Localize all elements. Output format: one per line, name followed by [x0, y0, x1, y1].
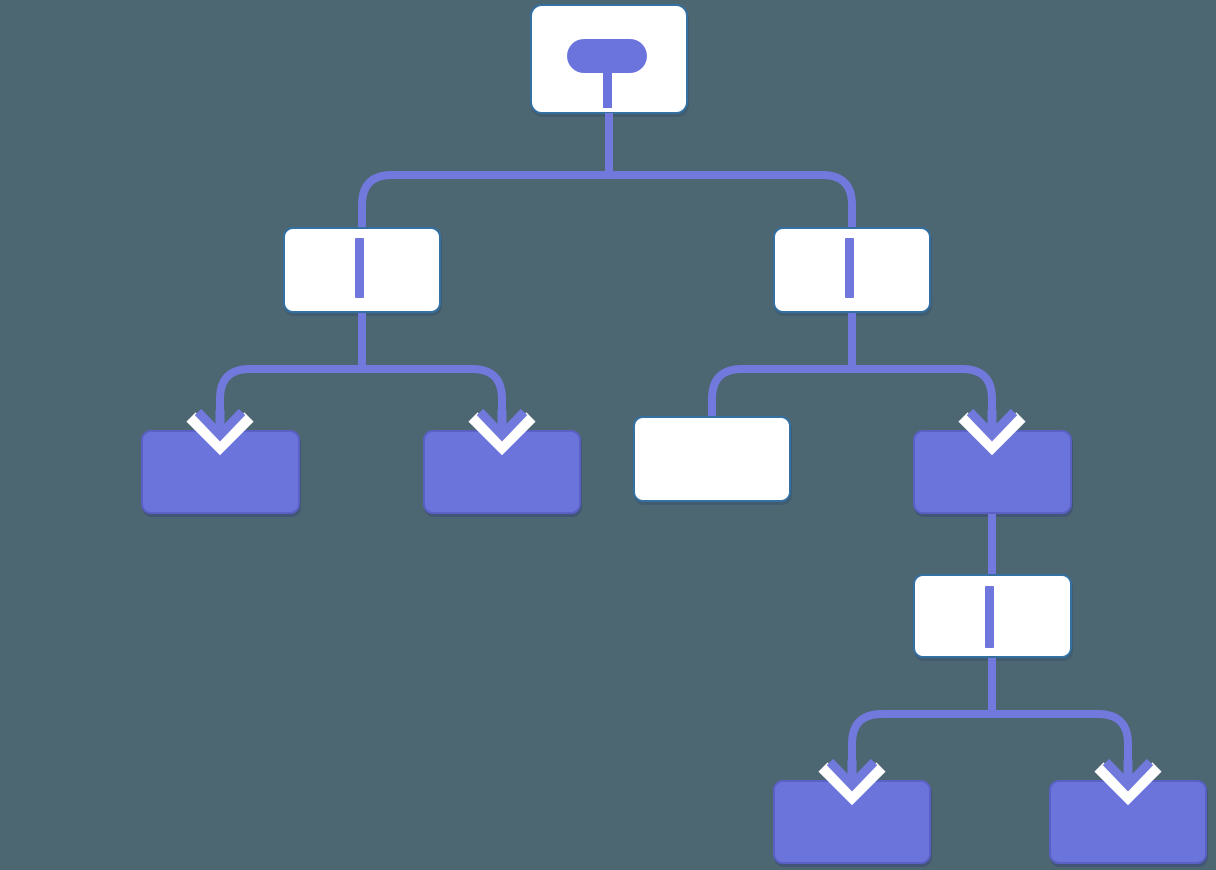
connector-level1-rail	[358, 171, 856, 227]
node-leaf-g[interactable]	[1049, 780, 1207, 864]
vertical-line-icon	[355, 238, 364, 298]
pill-stem-icon	[603, 71, 612, 108]
node-leaf-a[interactable]	[141, 430, 300, 514]
node-branch-right[interactable]	[773, 227, 931, 313]
node-root[interactable]	[530, 4, 688, 114]
node-child-purple[interactable]	[913, 430, 1072, 514]
node-child-white[interactable]	[633, 416, 791, 502]
connector-bottom-rail	[848, 710, 1132, 782]
node-leaf-f[interactable]	[773, 780, 931, 864]
node-mid-white[interactable]	[913, 574, 1072, 658]
vertical-line-icon	[845, 238, 854, 298]
node-leaf-b[interactable]	[423, 430, 581, 514]
pill-shape-icon	[567, 39, 647, 73]
vertical-line-icon	[985, 586, 994, 648]
connector-left-rail	[216, 365, 506, 432]
node-branch-left[interactable]	[283, 227, 441, 313]
